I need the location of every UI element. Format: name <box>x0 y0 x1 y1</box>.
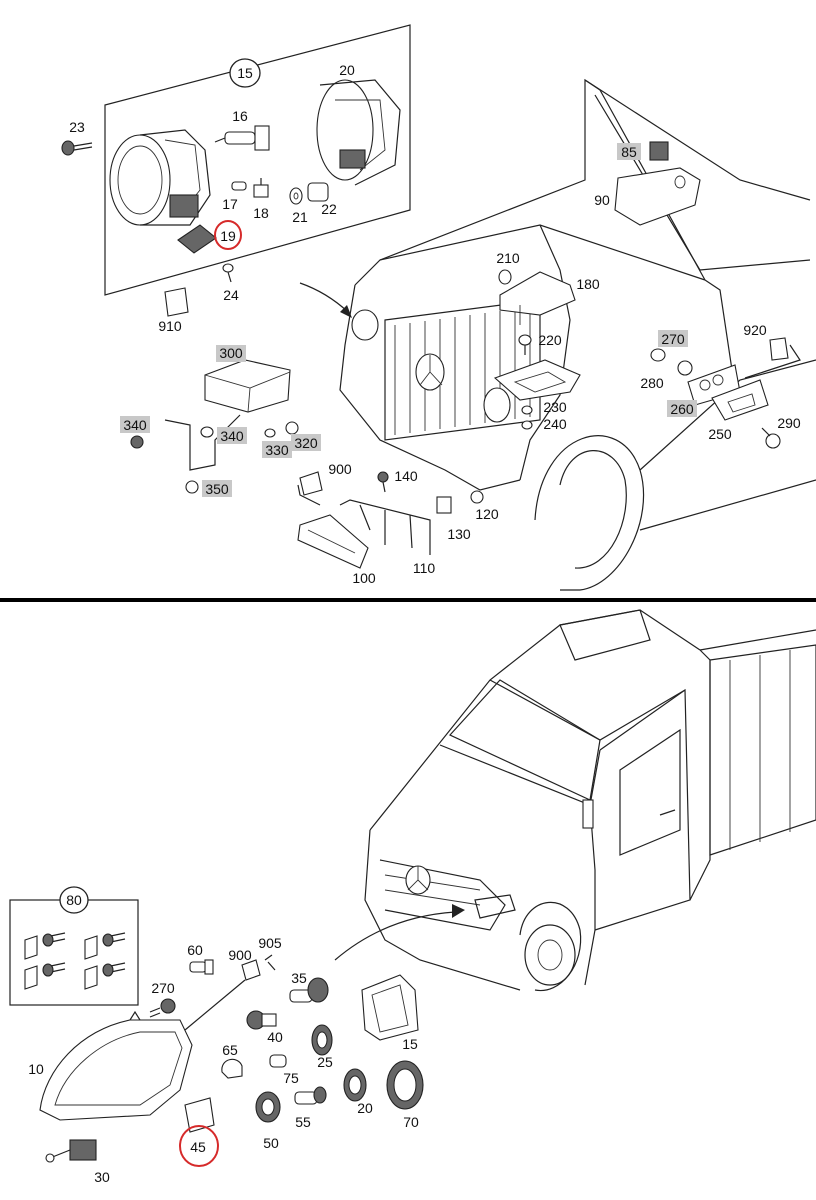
screw-24-icon <box>222 263 234 283</box>
bulb-75-icon <box>269 1054 287 1068</box>
top-panel: 15 <box>61 24 816 591</box>
label-85: 85 <box>621 144 637 160</box>
label-920: 920 <box>743 322 767 338</box>
label-25: 25 <box>317 1054 333 1070</box>
module-19-icon <box>177 224 217 254</box>
headlamp-housing-icon <box>109 129 211 226</box>
label-22: 22 <box>321 201 337 217</box>
label-65: 65 <box>222 1042 238 1058</box>
label-230: 230 <box>543 399 567 415</box>
lamp-180-icon <box>493 269 581 430</box>
group-circle-80 <box>59 886 89 914</box>
label-70: 70 <box>403 1114 419 1130</box>
label-290: 290 <box>777 415 801 431</box>
label-140: 140 <box>394 468 418 484</box>
screw-270-icon <box>149 998 176 1018</box>
panel-divider <box>0 598 816 602</box>
label-16: 16 <box>232 108 248 124</box>
reflector-icon <box>316 79 401 186</box>
bulb-60-icon <box>189 961 207 973</box>
suv-vehicle-icon <box>339 78 816 591</box>
label-270-bottom: 270 <box>151 980 175 996</box>
label-905: 905 <box>258 935 282 951</box>
label-17: 17 <box>222 196 238 212</box>
label-900-bottom: 900 <box>228 947 252 963</box>
lamp-90-icon <box>614 141 701 226</box>
van-vehicle-icon <box>364 609 816 992</box>
circle-marker-19 <box>214 220 242 250</box>
headlamp-group-frame <box>104 24 411 296</box>
control-unit-300-icon <box>130 359 299 494</box>
fog-lamp-100-icon <box>297 471 484 569</box>
label-910: 910 <box>158 318 182 334</box>
socket-40-icon <box>246 1010 277 1030</box>
bottom-panel: 80 <box>9 609 816 1185</box>
label-35: 35 <box>291 970 307 986</box>
label-75: 75 <box>283 1070 299 1086</box>
label-260: 260 <box>670 401 694 417</box>
bulb-17-icon <box>231 181 247 191</box>
label-340-right: 340 <box>220 428 244 444</box>
group-circle-15 <box>229 58 261 88</box>
bulb-35-icon <box>289 977 329 1003</box>
headlamp-10-icon <box>39 979 246 1121</box>
label-15: 15 <box>237 65 253 81</box>
label-900-top: 900 <box>328 461 352 477</box>
label-120: 120 <box>475 506 499 522</box>
label-24: 24 <box>223 287 239 303</box>
label-330: 330 <box>265 442 289 458</box>
label-23: 23 <box>69 119 85 135</box>
license-lamp-250-icon <box>650 337 801 449</box>
connector-900-icon <box>241 959 261 981</box>
bulb-65-icon <box>221 1058 243 1079</box>
washer-21-icon <box>289 187 303 205</box>
label-320: 320 <box>294 435 318 451</box>
label-110: 110 <box>413 560 436 576</box>
label-210: 210 <box>496 250 520 266</box>
bulb-16-icon <box>214 125 270 151</box>
label-50: 50 <box>263 1135 279 1151</box>
label-100: 100 <box>352 570 376 586</box>
label-250: 250 <box>708 426 732 442</box>
label-280: 280 <box>640 375 664 391</box>
label-45: 45 <box>190 1139 206 1155</box>
label-300: 300 <box>219 345 243 361</box>
connector-910-icon <box>164 287 189 317</box>
cover-15-icon <box>361 974 419 1041</box>
label-18: 18 <box>253 205 269 221</box>
label-80: 80 <box>66 892 82 908</box>
label-340-left: 340 <box>123 417 147 433</box>
label-60: 60 <box>187 942 203 958</box>
leveling-motor-30-icon <box>45 1139 97 1163</box>
cap-22-icon <box>307 182 329 202</box>
label-30: 30 <box>94 1169 110 1185</box>
label-15-bottom: 15 <box>402 1036 418 1052</box>
socket-18-icon <box>253 178 269 198</box>
label-10: 10 <box>28 1061 44 1077</box>
label-350: 350 <box>205 481 229 497</box>
label-55: 55 <box>295 1114 311 1130</box>
screw-23-icon <box>61 140 93 156</box>
label-90: 90 <box>594 192 610 208</box>
circle-marker-45 <box>179 1125 219 1167</box>
label-20: 20 <box>339 62 355 78</box>
label-270: 270 <box>661 331 685 347</box>
label-20-bottom: 20 <box>357 1100 373 1116</box>
label-40: 40 <box>267 1029 283 1045</box>
label-21: 21 <box>292 209 308 225</box>
label-130: 130 <box>447 526 471 542</box>
label-220: 220 <box>538 332 562 348</box>
label-180: 180 <box>576 276 600 292</box>
label-240: 240 <box>543 416 567 432</box>
part-45-icon <box>184 1097 215 1133</box>
label-19: 19 <box>220 228 236 244</box>
bracket-set-icon <box>24 932 126 990</box>
